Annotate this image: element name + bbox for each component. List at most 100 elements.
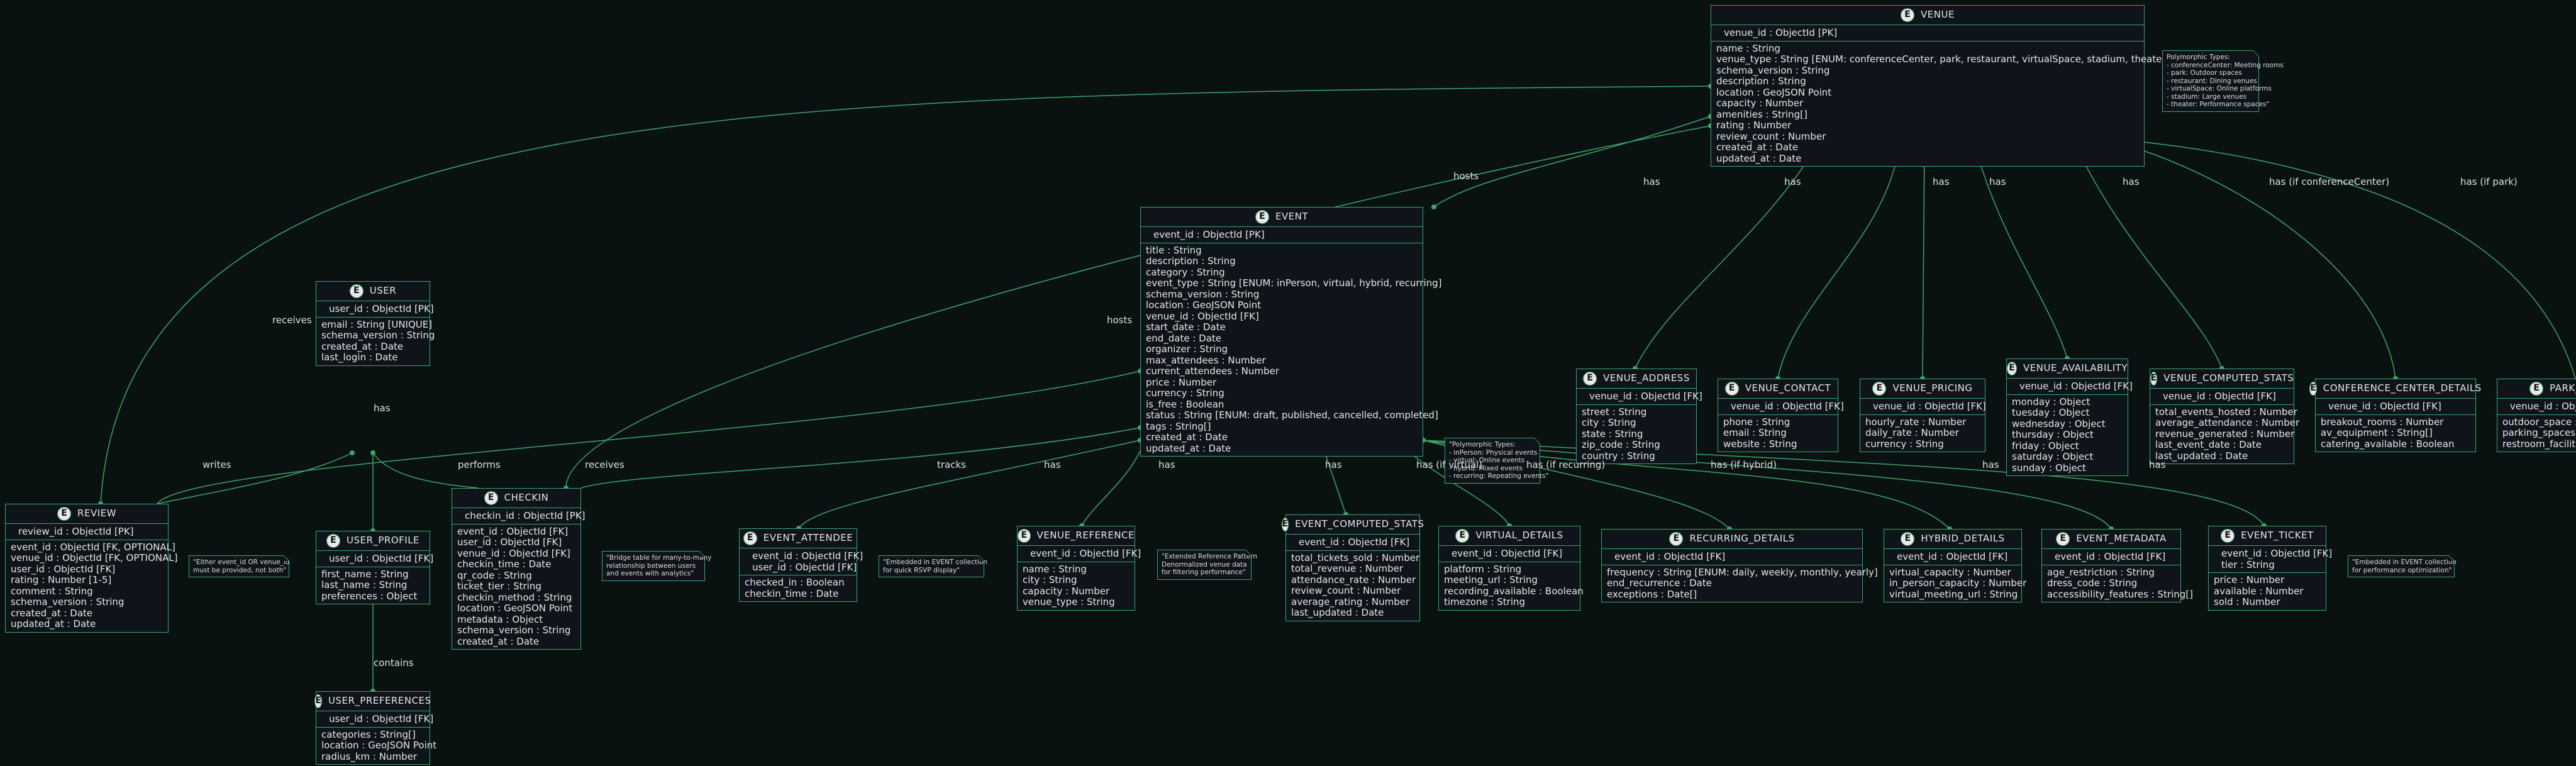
entity-field: schema_version : String: [11, 596, 125, 608]
entity-name: VENUE_AVAILABILITY: [2023, 362, 2128, 374]
note-line: for quick RSVP display": [883, 566, 960, 574]
entity-name: CHECKIN: [504, 492, 549, 504]
edge-user-checkin: [372, 452, 479, 489]
entity-name: USER_PREFERENCES: [328, 695, 431, 707]
entity-field: catering_available : Boolean: [2321, 438, 2455, 450]
entity-field: review_count : Number: [1291, 585, 1401, 596]
entity-field: amenities : String[]: [1716, 108, 1807, 120]
note-line: "Either event_id OR venue_id: [193, 558, 290, 566]
label-has-conference: has (if conferenceCenter): [2269, 176, 2390, 187]
entity-field: ticket_tier : String: [457, 580, 541, 592]
entity-key: venue_id : ObjectId [FK]: [1577, 389, 1702, 405]
entity-field: created_at : Date: [11, 607, 93, 619]
entity-field: event_type : String [ENUM: inPerson, vir…: [1146, 277, 1442, 289]
entity-field: venue_id : ObjectId [FK, OPTIONAL]: [11, 552, 178, 563]
entity-field: max_attendees : Number: [1146, 354, 1266, 366]
entity-field: updated_at : Date: [11, 618, 96, 630]
note-line: for filtering performance": [1162, 569, 1246, 576]
entity-field: phone : String: [1723, 416, 1790, 428]
entity-fields: outdoor_space : Numberparking_spaces : N…: [2497, 415, 2576, 452]
entity-field: restroom_facilities : Boolean: [2502, 438, 2576, 450]
edge-writes: [157, 452, 353, 504]
note-line: - theater: Performance spaces": [2167, 101, 2270, 108]
entity-field: updated_at : Date: [1716, 152, 1802, 164]
entity-field: last_login : Date: [321, 352, 398, 363]
entity-field: capacity : Number: [1023, 585, 1110, 597]
entity-field: last_updated : Date: [1291, 607, 1384, 618]
entity-field: city : String: [1023, 574, 1077, 586]
entity-field: street : String: [1582, 406, 1647, 418]
entity-field: location : GeoJSON Point: [457, 602, 573, 614]
note-line: for performance optimization": [2352, 566, 2452, 574]
edge-venue-conference: [2125, 144, 2396, 379]
entity-field: radius_km : Number: [321, 750, 418, 762]
entity-field: city : String: [1582, 417, 1636, 428]
entity-icon: E: [1583, 372, 1597, 386]
entity-icon: E: [2309, 382, 2317, 396]
relationship-end-marker: [350, 450, 355, 455]
entity-field: end_recurrence : Date: [1607, 577, 1712, 589]
note-line: and events with analytics": [606, 570, 694, 577]
entity-field: virtual_capacity : Number: [1889, 566, 2011, 578]
note-line: Denormalized venue data: [1162, 560, 1247, 569]
entity-name: VENUE: [1921, 9, 1955, 21]
entity-field: wednesday : Object: [2012, 418, 2106, 430]
edge-venue-contact: [1777, 144, 1900, 379]
entity-field: frequency : String [ENUM: daily, weekly,…: [1607, 566, 1878, 578]
entity-icon: E: [349, 284, 364, 298]
entity-field: schema_version : String: [1146, 288, 1260, 300]
entity-name: VENUE_REFERENCE: [1036, 530, 1135, 541]
entity-field: checkin_time : Date: [457, 558, 552, 570]
entity-field: currency : String: [1865, 438, 1944, 450]
label-has-hybrid: has (if hybrid): [1711, 459, 1777, 470]
entity-field: checked_in : Boolean: [745, 577, 845, 588]
entity-field: current_attendees : Number: [1146, 365, 1279, 377]
entity-field: user_id : ObjectId [FK]: [11, 563, 116, 575]
entity-field: event_id : ObjectId [FK]: [457, 525, 569, 537]
entity-key: event_id : ObjectId [PK]: [1141, 227, 1423, 243]
entity-field: is_free : Boolean: [1146, 398, 1224, 410]
entity-field: outdoor_space : Number: [2502, 416, 2576, 428]
entity-field: virtual_meeting_url : String: [1889, 588, 2018, 600]
entity-field: daily_rate : Number: [1865, 427, 1959, 438]
